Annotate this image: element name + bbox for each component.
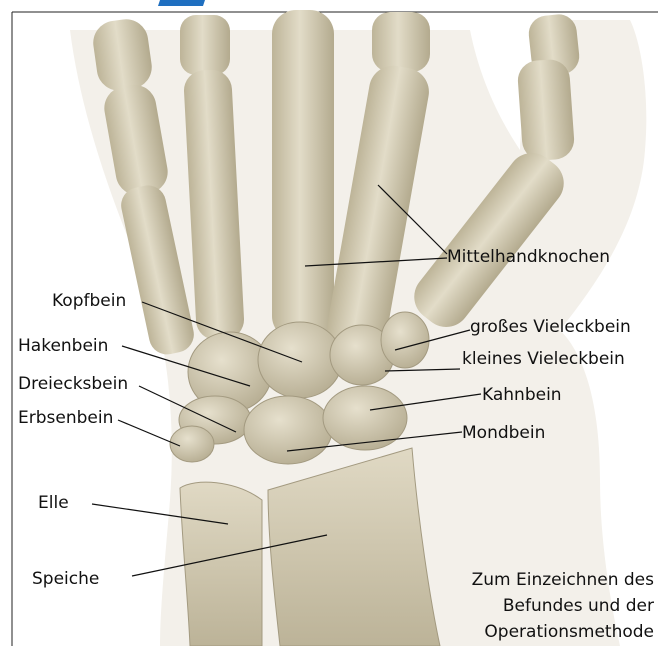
label-kopfbein: Kopfbein: [52, 291, 126, 311]
capitate-bone: [258, 322, 342, 398]
label-mondbein: Mondbein: [462, 423, 545, 443]
leader-erbsenbein: [118, 420, 180, 446]
label-erbsenbein: Erbsenbein: [18, 408, 113, 428]
label-kahnbein: Kahnbein: [482, 385, 562, 405]
note-line-2: Befundes und der: [503, 596, 654, 616]
scaphoid-bone: [323, 386, 407, 450]
trapezium-bone: [381, 312, 429, 368]
note-line-3: Operationsmethode: [484, 622, 654, 642]
label-elle: Elle: [38, 493, 69, 513]
label-dreiecksbein: Dreiecksbein: [18, 374, 128, 394]
header-bar: [0, 0, 658, 10]
label-hakenbein: Hakenbein: [18, 336, 108, 356]
ulna-bone: [180, 482, 262, 646]
header-accent: [158, 0, 205, 6]
index-finger-phalanx: [372, 12, 430, 72]
ring-finger-phalanx: [180, 15, 230, 75]
metacarpal-3: [272, 10, 334, 340]
label-mittelhandknochen: Mittelhandknochen: [447, 247, 610, 267]
thumb-proximal-phalanx: [517, 58, 576, 161]
label-speiche: Speiche: [32, 569, 99, 589]
label-grosses-vieleckbein: großes Vieleckbein: [470, 317, 631, 337]
label-kleines-vieleckbein: kleines Vieleckbein: [462, 349, 625, 369]
note-line-1: Zum Einzeichnen des: [472, 570, 655, 590]
lunate-bone: [244, 396, 332, 464]
